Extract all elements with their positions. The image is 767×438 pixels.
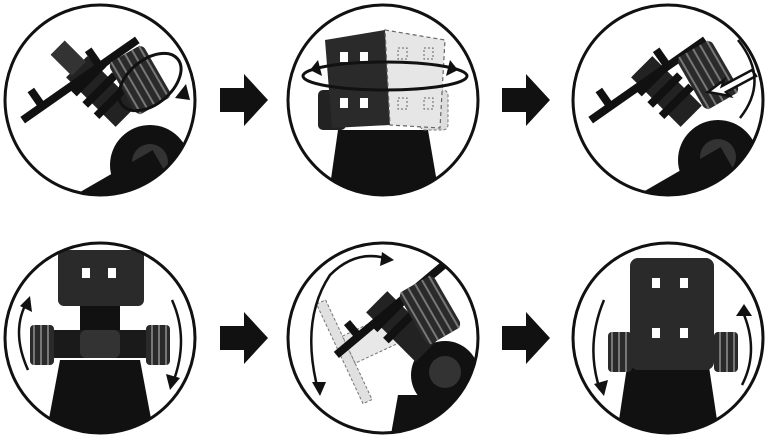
- right-arrow-icon: [220, 74, 268, 126]
- step-1-panel: [3, 3, 197, 197]
- right-arrow-icon: [502, 74, 550, 126]
- step-3-panel: [571, 3, 765, 197]
- step-4-panel: [3, 241, 197, 435]
- step-2-panel: [286, 3, 480, 197]
- step-6-panel: [571, 241, 765, 435]
- right-arrow-icon: [502, 312, 550, 364]
- right-arrow-icon: [220, 312, 268, 364]
- step-5-panel: [286, 241, 480, 435]
